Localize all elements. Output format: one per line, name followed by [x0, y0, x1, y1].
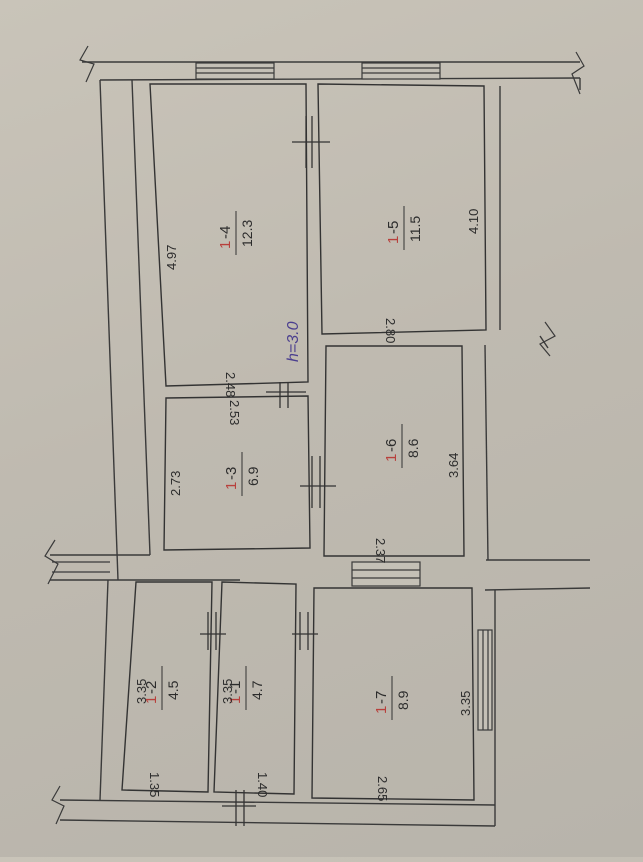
room-code: -6 [383, 439, 400, 452]
dimension-width: 2.37 [373, 538, 388, 563]
dimension-width: 2.80 [383, 318, 398, 343]
room-code: -1 [227, 681, 244, 694]
room-area: 8.6 [405, 438, 421, 458]
window-left [52, 561, 110, 573]
room-code-prefix: 1 [217, 241, 234, 249]
window-right [477, 629, 493, 731]
dimension-length: 4.97 [164, 245, 179, 270]
outer-walls [50, 61, 591, 827]
room-1-5-outline [317, 83, 487, 335]
room-1-6-label: 1 -6 8.6 [383, 424, 421, 468]
window-top-left [195, 62, 275, 80]
room-code-prefix: 1 [373, 706, 390, 714]
dimension-width: 1.35 [147, 772, 162, 797]
room-1-7-label: 1 -7 8.9 [373, 676, 411, 720]
dimension-width: 2.53 [227, 400, 242, 425]
dimension-length: 4.10 [466, 209, 481, 234]
room-1-3-label: 1 -3 6.9 [223, 452, 261, 496]
room-code-prefix: 1 [223, 482, 240, 490]
room-1-2-outline [121, 581, 213, 793]
room-area: 6.9 [245, 466, 261, 486]
room-area: 4.7 [249, 680, 265, 700]
window-top-right [361, 62, 441, 80]
room-code-prefix: 1 [383, 454, 400, 462]
room-1-3-outline [163, 395, 311, 551]
room-outlines [121, 83, 487, 801]
room-code: -3 [223, 467, 240, 480]
dimension-length: 3.35 [220, 679, 235, 704]
room-area: 4.5 [165, 680, 181, 700]
room-code: -4 [217, 226, 234, 239]
room-area: 11.5 [407, 216, 423, 242]
room-1-7-outline [311, 587, 475, 801]
dimension-width: 2.48 [223, 372, 238, 397]
dimension-length: 3.35 [458, 691, 473, 716]
room-code-prefix: 1 [143, 696, 160, 704]
room-area: 12.3 [239, 220, 255, 247]
dimension-length: 3.64 [446, 453, 461, 478]
room-code: -5 [385, 221, 402, 234]
dimension-length: 2.73 [168, 471, 183, 496]
wall-break-marks [44, 45, 585, 825]
room-area: 8.9 [395, 690, 411, 710]
dimension-width: 2.65 [375, 776, 390, 801]
room-code: -2 [143, 681, 160, 694]
room-1-4-outline [149, 83, 309, 387]
room-code-prefix: 1 [385, 236, 402, 244]
room-1-5-label: 1 -5 11.5 [385, 206, 423, 250]
ceiling-height-note: h=3.0 [285, 321, 302, 362]
room-1-4-label: 1 -4 12.3 [217, 211, 255, 255]
room-code: -7 [373, 691, 390, 704]
room-1-2-label: 1 -2 4.5 [143, 666, 181, 710]
room-1-1-outline [213, 581, 297, 795]
dimension-length: 3.35 [134, 679, 149, 704]
room-1-1-label: 1 -1 4.7 [227, 666, 265, 710]
window-middle [351, 561, 421, 587]
room-code-prefix: 1 [227, 696, 244, 704]
doors [200, 116, 336, 826]
dimension-width: 1.40 [255, 772, 270, 797]
